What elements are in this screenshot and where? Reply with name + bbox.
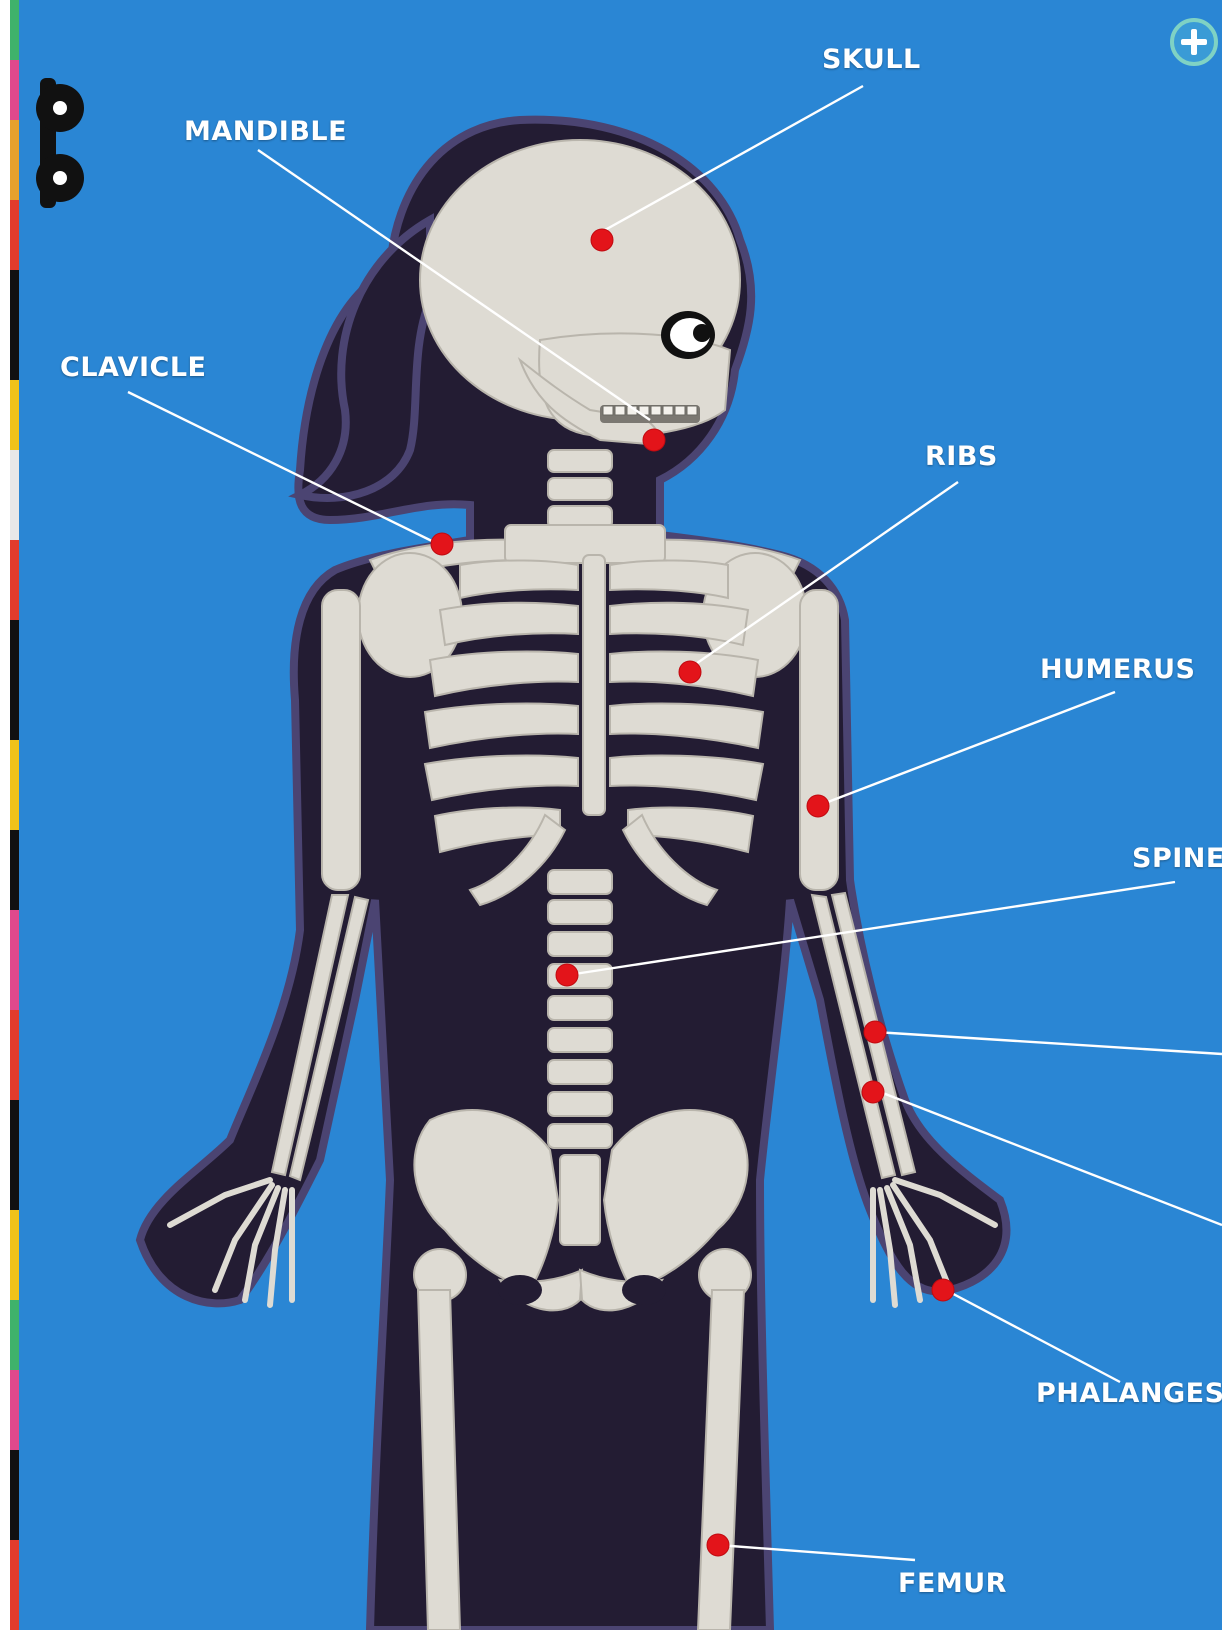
femur-hotspot[interactable]	[707, 1534, 729, 1556]
skull-hotspot[interactable]	[591, 229, 613, 251]
phalanges-label[interactable]: PHALANGES	[1036, 1378, 1222, 1409]
ulna-hotspot[interactable]	[862, 1081, 884, 1103]
clavicle-label[interactable]: CLAVICLE	[60, 352, 207, 383]
radius-hotspot[interactable]	[864, 1021, 886, 1043]
phalanges-hotspot[interactable]	[932, 1279, 954, 1301]
femur-label[interactable]: FEMUR	[898, 1568, 1007, 1599]
key-icon	[26, 78, 90, 208]
ribs-hotspot[interactable]	[679, 661, 701, 683]
menu-key-button[interactable]	[26, 78, 90, 208]
ribs-label[interactable]: RIBS	[925, 441, 998, 472]
humerus-hotspot[interactable]	[807, 795, 829, 817]
mandible-label[interactable]: MANDIBLE	[184, 116, 347, 147]
spine-hotspot[interactable]	[556, 964, 578, 986]
plus-circle-icon	[1166, 14, 1222, 70]
mandible-hotspot[interactable]	[643, 429, 665, 451]
add-button[interactable]	[1166, 14, 1222, 70]
clavicle-hotspot[interactable]	[431, 533, 453, 555]
humerus-label[interactable]: HUMERUS	[1040, 654, 1196, 685]
spine-label[interactable]: SPINE	[1132, 843, 1222, 874]
skull-label[interactable]: SKULL	[822, 44, 921, 75]
